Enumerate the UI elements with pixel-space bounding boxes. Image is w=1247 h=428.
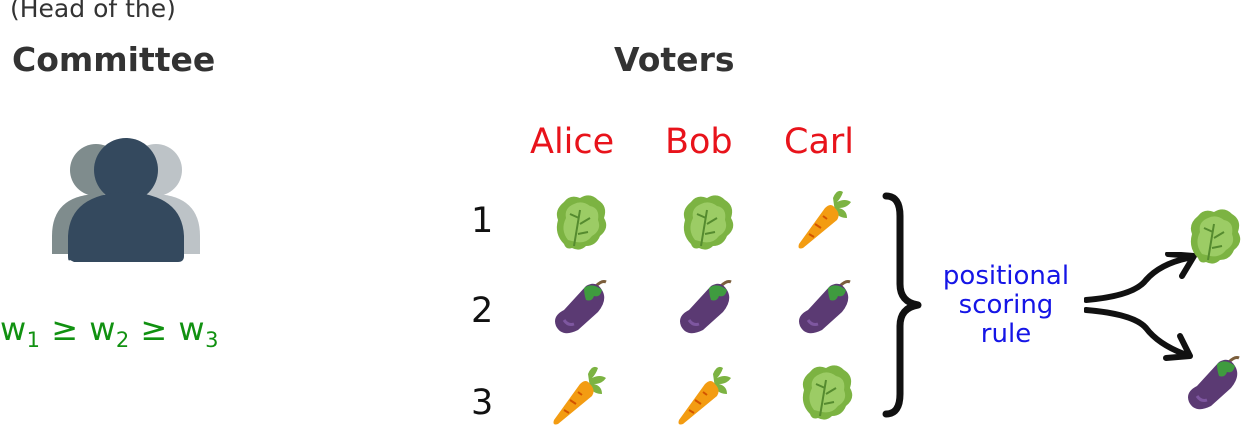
carrot-icon: [798, 190, 851, 249]
eggplant-icon: [555, 280, 607, 334]
eggplant-icon: [799, 280, 851, 334]
carrot-icon: [678, 366, 731, 425]
lettuce-icon: [1190, 209, 1241, 264]
lettuce-icon: [556, 195, 607, 250]
committee-weights: w1 ≥ w2 ≥ w3: [0, 310, 219, 352]
rank-2: 2: [471, 291, 494, 331]
positional-scoring-rule-label: positional scoring rule: [942, 261, 1070, 349]
lettuce-icon: [683, 195, 734, 250]
weight-1: w1: [0, 310, 41, 352]
carrot-icon: [553, 366, 606, 425]
voter-name-alice: Alice: [530, 122, 615, 162]
person-front-icon: [68, 138, 184, 262]
geq-sign-1: ≥: [51, 310, 79, 348]
lettuce-icon: [802, 365, 853, 420]
eggplant-icon: [680, 280, 732, 334]
voter-name-carl: Carl: [784, 122, 854, 162]
committee-title: Committee: [12, 40, 216, 79]
group-of-people-icon: [52, 138, 200, 262]
weight-2: w2: [89, 310, 130, 352]
rank-3: 3: [471, 383, 494, 423]
geq-sign-2: ≥: [140, 310, 168, 348]
curly-brace: [882, 192, 922, 418]
head-note: (Head of the): [10, 0, 176, 23]
rank-1: 1: [471, 201, 494, 241]
voters-title: Voters: [614, 40, 735, 79]
split-arrows-icon: [1084, 252, 1197, 361]
voter-name-bob: Bob: [665, 122, 733, 162]
weight-3: w3: [178, 310, 219, 352]
eggplant-icon: [1188, 356, 1240, 410]
